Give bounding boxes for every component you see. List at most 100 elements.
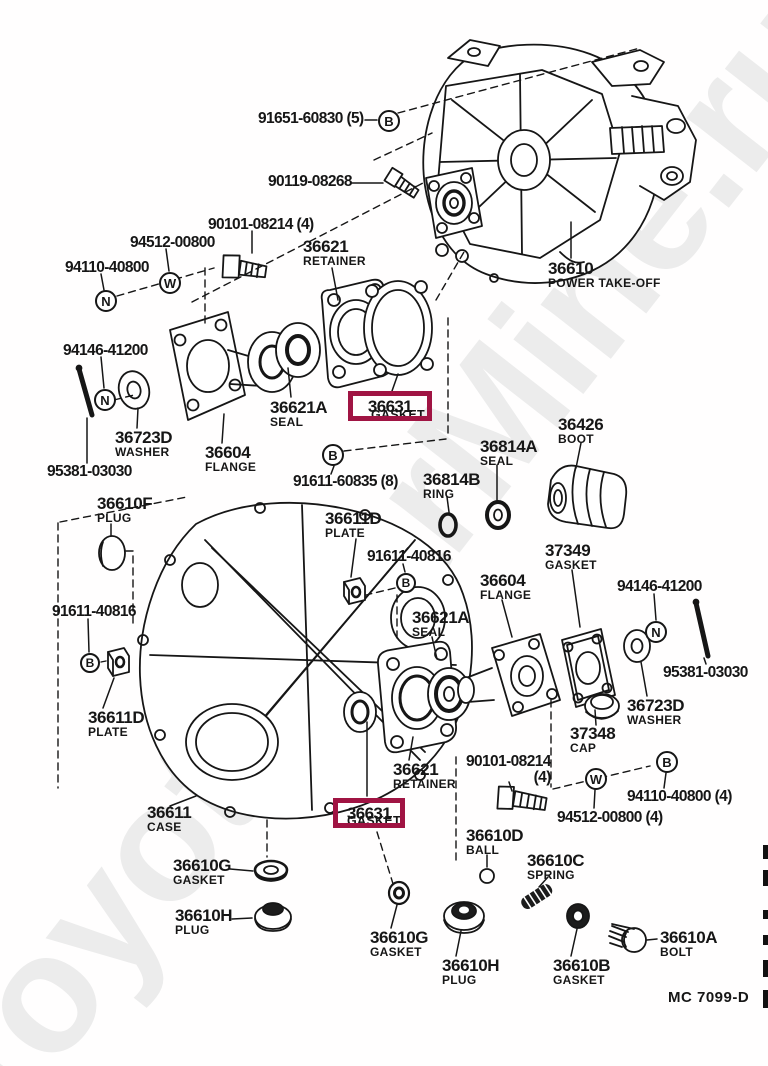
part-label-36611d-center: 36611D PLATE bbox=[325, 509, 382, 540]
part-number: 94110-40800 bbox=[65, 259, 150, 276]
part-label-94512-00800-bottom: 94512-00800 (4) bbox=[557, 810, 663, 826]
part-number: 91611-40816 bbox=[367, 548, 452, 565]
callout-b-91611-center: B bbox=[396, 573, 416, 593]
part-number: 36611D bbox=[88, 708, 145, 727]
part-label-90101-08214-top: 90101-08214 (4) bbox=[208, 217, 314, 233]
part-number: 95381-03030 bbox=[663, 664, 748, 681]
part-name: CAP bbox=[570, 741, 597, 756]
part-label-36426: 36426 BOOT bbox=[558, 416, 604, 446]
callout-w-94512-bottom: W bbox=[585, 768, 607, 790]
part-number: 36604 bbox=[480, 571, 526, 590]
part-number: 94146-41200 bbox=[63, 342, 148, 359]
part-number: 91611-60835 (8) bbox=[293, 473, 398, 490]
part-name: BOLT bbox=[660, 945, 693, 960]
scan-edge-mark bbox=[763, 990, 768, 1008]
part-name: GASKET bbox=[545, 558, 597, 573]
callout-n-94146-left: N bbox=[94, 389, 116, 411]
part-label-36610d: 36610D BALL bbox=[466, 826, 524, 858]
part-label-36610-pto: 36610 POWER TAKE-OFF bbox=[548, 260, 661, 290]
part-label-91651-60830: 91651-60830 (5) bbox=[258, 111, 364, 127]
part-name: RETAINER bbox=[303, 254, 366, 269]
part-name: FLANGE bbox=[205, 460, 257, 475]
part-label-94110-40800-top: 94110-40800 bbox=[65, 259, 150, 276]
part-name: WASHER bbox=[627, 713, 682, 728]
part-number: 36610H bbox=[175, 906, 233, 925]
part-label-36610a: 36610A BOLT bbox=[660, 928, 718, 960]
part-name: SEAL bbox=[270, 415, 304, 430]
part-number: 36610A bbox=[660, 928, 718, 947]
part-label-36604-center: 36604 FLANGE bbox=[480, 572, 531, 602]
figure-code: MC 7099-D bbox=[668, 989, 750, 1006]
part-number: 94512-00800 bbox=[130, 234, 215, 251]
part-name: PLATE bbox=[88, 725, 128, 740]
part-number: 36604 bbox=[205, 443, 251, 462]
callout-n-94110-top: N bbox=[95, 290, 117, 312]
part-name: POWER TAKE-OFF bbox=[548, 276, 661, 291]
part-number: 36610H bbox=[442, 956, 500, 975]
part-label-90101-08214-bottom: 90101-08214 (4) bbox=[466, 754, 551, 786]
part-number: 36723D bbox=[115, 428, 173, 447]
part-name: SEAL bbox=[480, 454, 514, 469]
part-label-36814a: 36814A SEAL bbox=[480, 438, 538, 469]
part-number: 36621A bbox=[270, 398, 328, 417]
part-number: 36610G bbox=[370, 928, 429, 947]
part-number: 37349 bbox=[545, 541, 591, 560]
part-qty: (4) bbox=[533, 768, 552, 786]
part-label-36621a-top: 36621A SEAL bbox=[270, 398, 328, 430]
callout-w-94512-top: W bbox=[159, 272, 181, 294]
part-name: GASKET bbox=[553, 973, 605, 988]
part-label-36610h-left: 36610H PLUG bbox=[175, 906, 233, 938]
part-label-36604-left: 36604 FLANGE bbox=[205, 444, 256, 474]
part-name: PLUG bbox=[442, 973, 477, 988]
construction-lines bbox=[57, 47, 651, 888]
part-number: 90101-08214 (4) bbox=[208, 216, 314, 233]
part-label-36610g-left: 36610G GASKET bbox=[173, 857, 232, 888]
part-number: 36621 bbox=[393, 760, 439, 779]
part-number: 36610F bbox=[97, 494, 153, 513]
bolt-90101-bottom-drawing bbox=[496, 785, 548, 811]
boot-drawing bbox=[547, 464, 628, 530]
part-name: GASKET bbox=[173, 873, 225, 888]
part-number: 36610D bbox=[466, 826, 524, 845]
part-name: RING bbox=[423, 487, 455, 502]
part-label-36621-retainer-top: 36621 RETAINER bbox=[303, 238, 366, 268]
scan-edge-mark bbox=[763, 870, 768, 886]
part-number: 36611D bbox=[325, 509, 382, 528]
spring-drawing bbox=[521, 883, 553, 909]
part-number: 94512-00800 (4) bbox=[557, 809, 663, 826]
scan-edge-mark bbox=[763, 845, 768, 859]
part-number: 36611 bbox=[147, 803, 192, 822]
part-name: WASHER bbox=[115, 445, 170, 460]
part-label-94110-40800-bottom: 94110-40800 (4) bbox=[627, 789, 732, 805]
part-label-36610c: 36610C SPRING bbox=[527, 852, 585, 883]
part-label-94512-00800-top: 94512-00800 bbox=[130, 235, 215, 251]
part-name: FLANGE bbox=[480, 588, 532, 603]
power-take-off-drawing bbox=[422, 39, 697, 284]
part-name: GASKET bbox=[370, 945, 422, 960]
part-name: RETAINER bbox=[393, 777, 456, 792]
part-label-36723d-left: 36723D WASHER bbox=[115, 428, 173, 460]
part-label-94146-41200-right: 94146-41200 bbox=[617, 579, 702, 595]
part-label-36621-retainer-bottom: 36621 RETAINER bbox=[393, 761, 456, 791]
part-number: 94146-41200 bbox=[617, 578, 702, 595]
part-number: 94110-40800 (4) bbox=[627, 788, 732, 805]
top-exploded-group bbox=[75, 166, 628, 538]
part-name: SEAL bbox=[412, 625, 446, 640]
part-name: SPRING bbox=[527, 868, 575, 883]
callout-n-94146-right: N bbox=[645, 621, 667, 643]
part-number: 90119-08268 bbox=[268, 173, 353, 190]
part-name: CASE bbox=[147, 820, 182, 835]
part-number: 36610B bbox=[553, 956, 611, 975]
highlight-box-36631-top: 36631 bbox=[348, 391, 432, 421]
scan-edge-mark bbox=[763, 935, 768, 945]
scan-edge-mark bbox=[763, 910, 768, 919]
part-label-36814b: 36814B RING bbox=[423, 471, 481, 502]
part-label-91611-40816-left: 91611-40816 bbox=[52, 604, 137, 620]
part-name: PLUG bbox=[175, 923, 210, 938]
part-label-95381-03030-left: 95381-03030 bbox=[47, 464, 132, 480]
part-label-36610g-bottom: 36610G GASKET bbox=[370, 928, 429, 960]
callout-b-91611-left: B bbox=[80, 653, 100, 673]
part-name: BALL bbox=[466, 843, 500, 858]
highlighted-part-number: 36631 bbox=[367, 397, 413, 416]
